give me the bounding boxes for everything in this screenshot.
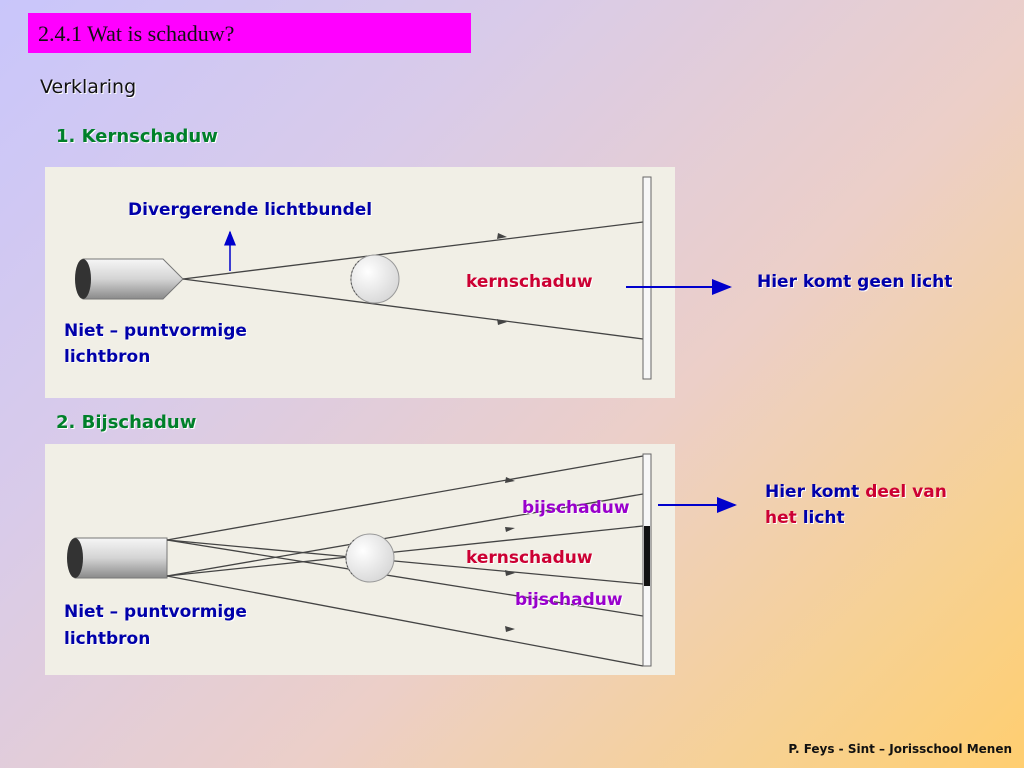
section-heading-kernschaduw: 1. Kernschaduw [56, 126, 218, 147]
ray-cross-1 [166, 539, 644, 585]
label-source-2a: Niet – puntvormige [64, 602, 247, 622]
ray-outer-bottom [166, 575, 644, 667]
footer-credit: P. Feys - Sint – Jorisschool Menen [788, 742, 1012, 756]
ray-top [182, 221, 644, 280]
diagram-penumbra-drawing [67, 453, 652, 667]
subtitle: Verklaring [40, 76, 137, 98]
label-source-1b: lichtbron [64, 347, 151, 367]
section-heading-bijschaduw: 2. Bijschaduw [56, 412, 197, 433]
label-umbra-1: kernschaduw [466, 272, 593, 292]
light-source-cylinder-2 [67, 537, 168, 579]
label-source-1a: Niet – puntvormige [64, 321, 247, 341]
ray-outer-top [166, 455, 644, 541]
label-umbra-2: kernschaduw [466, 548, 593, 568]
label-partial-light-line2: het licht [765, 508, 845, 528]
ray-bottom [182, 278, 644, 340]
ray-cross-3 [166, 539, 644, 617]
ray-cross-4 [166, 493, 644, 577]
slide-title: 2.4.1 Wat is schaduw? [28, 13, 471, 53]
text-licht: licht [802, 508, 845, 528]
light-source-cylinder [75, 258, 184, 300]
screen [642, 176, 652, 380]
screen-umbra-region [644, 526, 650, 586]
diagram-umbra-drawing [75, 176, 652, 380]
label-source-2b: lichtbron [64, 629, 151, 649]
label-penumbra-top: bijschaduw [522, 498, 630, 518]
label-divergent-beam: Divergerende lichtbundel [128, 200, 373, 220]
text-deel-van: deel van [865, 482, 947, 502]
diagram-penumbra-panel [45, 444, 675, 675]
label-no-light: Hier komt geen licht [757, 272, 953, 292]
diagram-umbra-panel [45, 167, 675, 398]
label-penumbra-bottom: bijschaduw [515, 590, 623, 610]
text-het: het [765, 508, 797, 528]
text-hier-komt: Hier komt [765, 482, 860, 502]
label-partial-light-line1: Hier komt deel van [765, 482, 947, 502]
ray-cross-2 [166, 525, 644, 577]
